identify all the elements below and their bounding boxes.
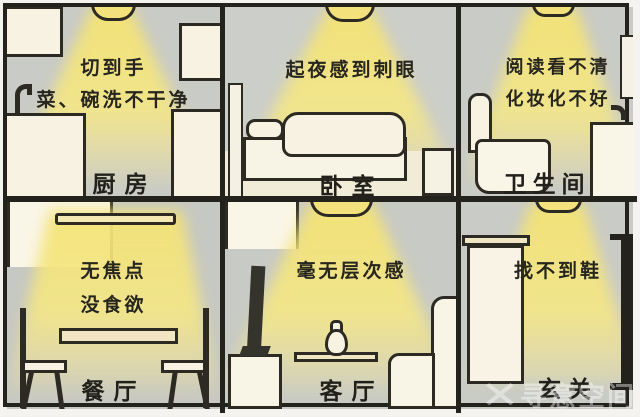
- problem-text: 毫无层次感: [296, 260, 407, 282]
- room-label-dining: 餐厅: [81, 379, 146, 405]
- dining-table-top: [59, 328, 178, 344]
- room-label-bedroom: 卧室: [319, 174, 384, 196]
- problem-text: 找不到鞋: [513, 260, 602, 282]
- problem-text: 化妆化不好: [505, 89, 611, 110]
- panel-divider-vertical: [456, 3, 461, 413]
- room-label-living: 客厅: [319, 379, 384, 405]
- door-frame-top: [610, 234, 623, 240]
- room-label-bathroom: 卫生间: [503, 172, 591, 196]
- problem-text: 没食欲: [80, 294, 147, 316]
- room-label-entry: 玄关: [538, 377, 598, 403]
- comic-border: [3, 3, 629, 407]
- ceiling-lamp-icon: [310, 202, 373, 217]
- panel-divider-horizontal: [3, 196, 637, 202]
- kitchen-upper-cabinet-left: [7, 7, 63, 57]
- vase-icon: [325, 329, 348, 356]
- pillow: [246, 119, 284, 140]
- tv-stand-foot: [239, 346, 271, 356]
- problem-text: 无焦点: [80, 260, 147, 282]
- bed-blanket: [282, 112, 406, 157]
- panel-divider-vertical: [220, 3, 225, 413]
- door-frame-bottom: [610, 383, 623, 390]
- problem-text: 菜、碗洗不干净: [36, 89, 191, 111]
- problem-text: 阅读看不清: [505, 57, 611, 78]
- room-label-kitchen: 厨房: [92, 172, 157, 196]
- problem-text: 起夜感到刺眼: [285, 59, 418, 81]
- problem-text: 切到手: [80, 57, 147, 79]
- linear-ceiling-light-icon: [55, 213, 176, 225]
